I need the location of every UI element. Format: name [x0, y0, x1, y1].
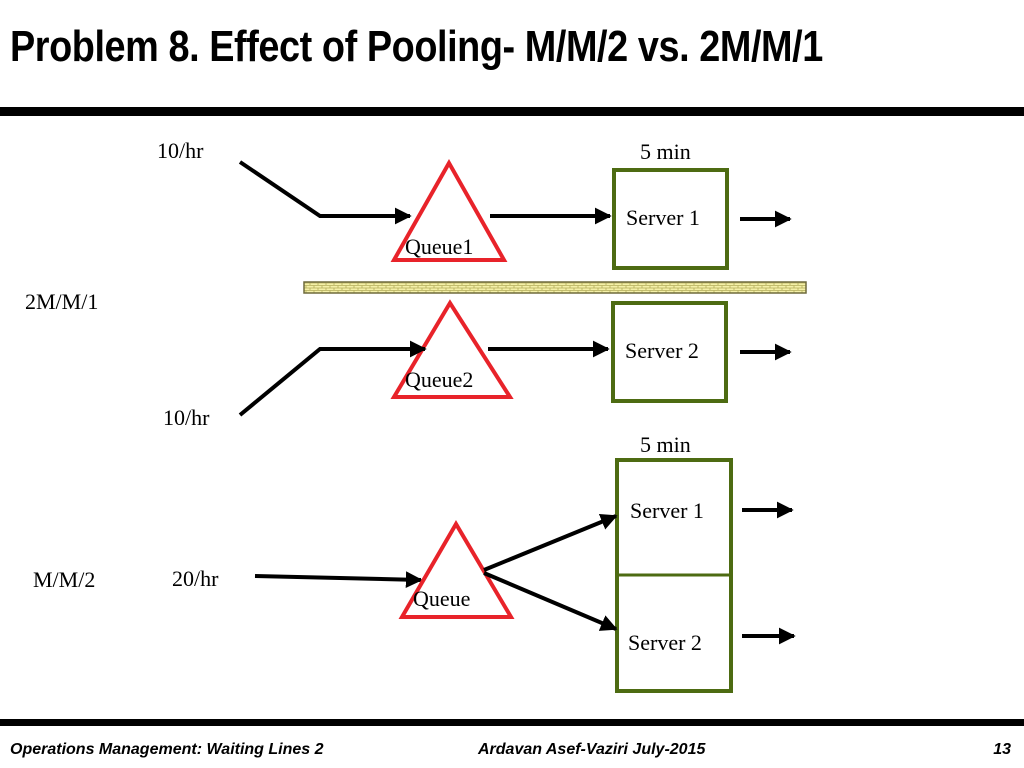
arrival-path-top — [238, 160, 412, 225]
service-time-bottom: 5 min — [640, 432, 691, 457]
footer-rule — [0, 719, 1024, 726]
title-underline — [0, 107, 1024, 116]
pooled-queue-triangle — [398, 520, 515, 619]
footer-course: Operations Management: Waiting Lines 2 — [10, 741, 324, 758]
system-2mm1-label: 2M/M/1 — [25, 289, 98, 314]
queue1-triangle — [390, 158, 508, 262]
server2-box-top — [611, 301, 728, 403]
pooled-queue-label: Queue — [413, 586, 470, 611]
footer-page-number: 13 — [993, 741, 1011, 758]
arrow-queue-to-server1 — [483, 513, 618, 572]
queue2-label: Queue2 — [405, 367, 473, 392]
arrow-queue-to-server2 — [483, 571, 618, 631]
server1-box-top — [612, 168, 729, 270]
server1-label-top: Server 1 — [626, 205, 700, 230]
arrival-arrow-pooled — [254, 571, 423, 589]
server2-label-pooled: Server 2 — [628, 630, 702, 655]
queue-divider-wall — [303, 281, 807, 294]
arrival-rate-top: 10/hr — [157, 138, 204, 163]
service-time-top: 5 min — [640, 139, 691, 164]
server1-label-pooled: Server 1 — [630, 498, 704, 523]
arrival-rate-pooled: 20/hr — [172, 566, 219, 591]
server2-label-top: Server 2 — [625, 338, 699, 363]
arrival-path-bottom — [238, 340, 427, 417]
arrival-rate-bottom: 10/hr — [163, 405, 210, 430]
system-mm2-label: M/M/2 — [33, 567, 95, 592]
queue1-label: Queue1 — [405, 234, 473, 259]
slide-title: Problem 8. Effect of Pooling- M/M/2 vs. … — [10, 22, 823, 71]
footer-author-date: Ardavan Asef-Vaziri July-2015 — [478, 741, 706, 758]
